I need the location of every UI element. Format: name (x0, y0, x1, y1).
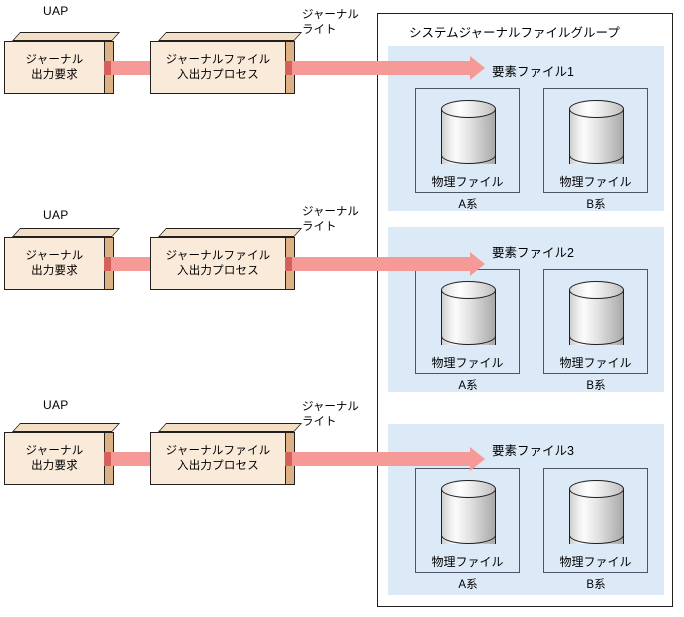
journal-output-request-box-1: ジャーナル 出力要求 (4, 32, 121, 102)
physical-file-box-2-a: 物理ファイル (415, 269, 520, 374)
cylinder-icon-2-a (441, 281, 496, 353)
physical-file-box-3-b: 物理ファイル (543, 468, 648, 573)
system-label-3-a: A系 (458, 579, 478, 591)
physical-file-label-3-a: 物理ファイル (431, 555, 504, 569)
box-top-face (158, 32, 303, 41)
journal-write-label-1: ジャーナル ライト (302, 9, 359, 36)
journal-file-io-process-box-2: ジャーナルファイル 入出力プロセス (150, 228, 303, 298)
element-file-panel-3: 要素ファイル3 物理ファイル A系 物理ファイル B系 (388, 424, 664, 595)
element-file-title-1: 要素ファイル1 (492, 65, 574, 79)
physical-file-box-1-b: 物理ファイル (543, 88, 648, 193)
box-top-face (12, 423, 121, 432)
physical-file-box-2-b: 物理ファイル (543, 269, 648, 374)
element-file-panel-2: 要素ファイル2 物理ファイル A系 物理ファイル B系 (388, 227, 664, 392)
physical-file-label-2-a: 物理ファイル (431, 356, 504, 370)
journal-file-io-process-label-1: ジャーナルファイル 入出力プロセス (165, 53, 271, 81)
system-label-2-a: A系 (458, 380, 478, 392)
cylinder-icon-1-a (441, 100, 496, 172)
system-label-1-b: B系 (586, 199, 606, 211)
box-top-face (158, 423, 303, 432)
box-front-face: ジャーナル 出力要求 (4, 41, 105, 94)
physical-file-box-1-a: 物理ファイル (415, 88, 520, 193)
system-label-1-a: A系 (458, 199, 478, 211)
cylinder-icon-3-b (569, 480, 624, 552)
journal-write-label-2: ジャーナル ライト (302, 206, 359, 233)
uap-label-3: UAP (43, 398, 69, 412)
box-front-face: ジャーナルファイル 入出力プロセス (150, 432, 286, 485)
box-top-face (12, 32, 121, 41)
journal-output-request-box-3: ジャーナル 出力要求 (4, 423, 121, 493)
uap-label-2: UAP (43, 208, 69, 222)
journal-output-request-box-2: ジャーナル 出力要求 (4, 228, 121, 298)
journal-file-io-process-box-1: ジャーナルファイル 入出力プロセス (150, 32, 303, 102)
box-front-face: ジャーナルファイル 入出力プロセス (150, 41, 286, 94)
physical-file-box-3-a: 物理ファイル (415, 468, 520, 573)
journal-write-label-3: ジャーナル ライト (302, 401, 359, 428)
box-top-face (158, 228, 303, 237)
physical-file-label-1-b: 物理ファイル (559, 175, 632, 189)
box-front-face: ジャーナル 出力要求 (4, 432, 105, 485)
cylinder-icon-1-b (569, 100, 624, 172)
box-front-face: ジャーナル 出力要求 (4, 237, 105, 290)
flow-arrow-3b (285, 447, 485, 471)
system-journal-file-group-title: システムジャーナルファイルグループ (409, 26, 620, 40)
element-file-title-2: 要素ファイル2 (492, 246, 574, 260)
journal-output-request-label-3: ジャーナル 出力要求 (25, 444, 84, 472)
physical-file-label-3-b: 物理ファイル (559, 555, 632, 569)
cylinder-icon-2-b (569, 281, 624, 353)
system-label-2-b: B系 (586, 380, 606, 392)
system-label-3-b: B系 (586, 579, 606, 591)
journal-output-request-label-1: ジャーナル 出力要求 (25, 53, 84, 81)
uap-label-1: UAP (43, 4, 69, 18)
journal-file-io-process-label-3: ジャーナルファイル 入出力プロセス (165, 444, 271, 472)
journal-output-request-label-2: ジャーナル 出力要求 (25, 249, 84, 277)
box-top-face (12, 228, 121, 237)
element-file-title-3: 要素ファイル3 (492, 444, 574, 458)
physical-file-label-1-a: 物理ファイル (431, 175, 504, 189)
flow-arrow-1b (285, 56, 485, 80)
box-front-face: ジャーナルファイル 入出力プロセス (150, 237, 286, 290)
journal-file-io-process-label-2: ジャーナルファイル 入出力プロセス (165, 249, 271, 277)
cylinder-icon-3-a (441, 480, 496, 552)
journal-file-io-process-box-3: ジャーナルファイル 入出力プロセス (150, 423, 303, 493)
flow-arrow-2b (285, 252, 485, 276)
physical-file-label-2-b: 物理ファイル (559, 356, 632, 370)
